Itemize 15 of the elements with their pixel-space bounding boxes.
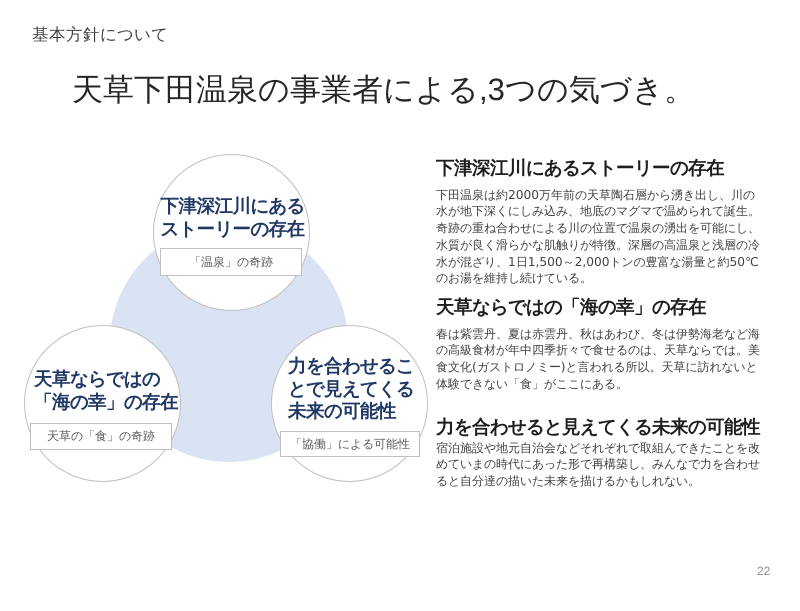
- section-heading: 力を合わせると見えてくる未来の可能性: [436, 416, 760, 438]
- page-title: 天草下田温泉の事業者による,3つの気づき。: [72, 71, 695, 109]
- body-text: 春は紫雲丹、夏は赤雲丹、秋はあわび、冬は伊勢海老など海の高級食材が年中四季折々で食せるのは、天草ならでは。美食文化(ガストロノミー)と言われる所以。天草に訪れないと体験できない「食」がここにある。: [436, 326, 761, 393]
- caption-box: 天草の「食」の奇跡: [30, 423, 172, 450]
- circle-heading: 下津深江川にあるストーリーの存在: [159, 195, 306, 240]
- body-text: 下田温泉は約2000万年前の天草陶石層から湧き出し、川の水が地下深くにしみ込み、地底のマグマで温められて誕生。奇跡の重ね合わせによる川の位置で温泉の湧出を可能にし、水質が良く滑らかな肌触りが特徴。深層の高温泉と浅層の冷水が混ざり、1日1,500～2,000トンの豊富な湯量と約50℃のお湯を維持し続けている。: [436, 186, 761, 288]
- body-text: 宿泊施設や地元自治会などそれぞれで取組んできたことを改めていまの時代にあった形で再構築し、みんなで力を合わせると自分達の描いた未来を描けるかもしれない。: [436, 440, 761, 490]
- page-number: 22: [757, 564, 770, 578]
- caption-box: 「温泉」の奇跡: [160, 248, 302, 276]
- circle-heading: 力を合わせることで見えてくる未来の可能性: [288, 355, 415, 422]
- section-heading: 天草ならではの「海の幸」の存在: [436, 296, 706, 318]
- circle-heading: 天草ならではの「海の幸」の存在: [34, 368, 180, 413]
- section-label: 基本方針について: [32, 25, 168, 45]
- section-heading: 下津深江川にあるストーリーの存在: [436, 157, 724, 179]
- caption-box: 「協働」による可能性: [280, 431, 420, 457]
